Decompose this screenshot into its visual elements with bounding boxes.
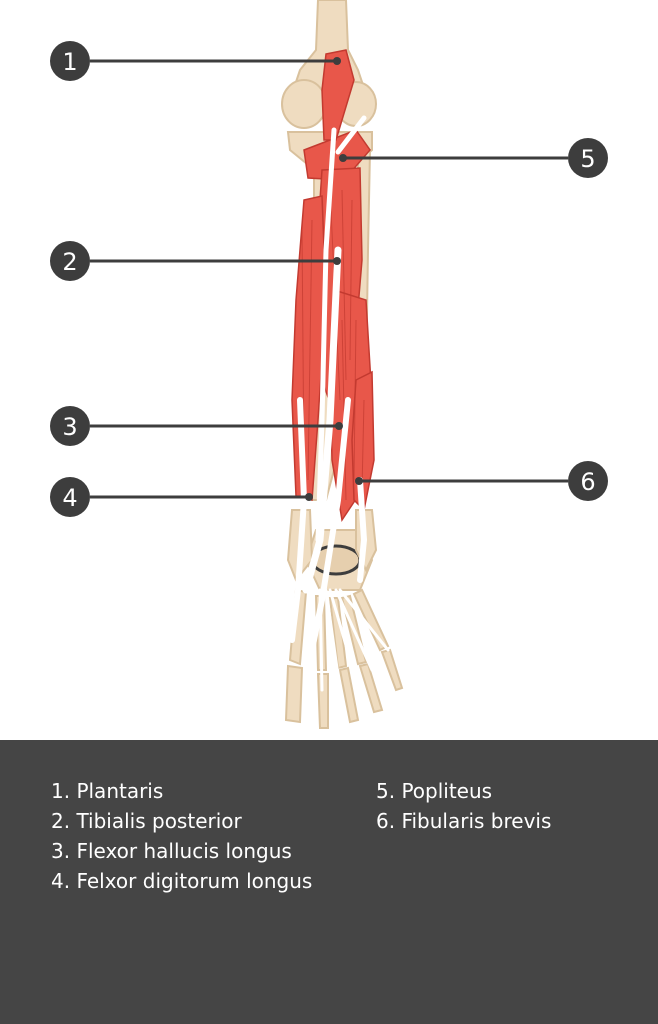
marker-2-label: 2 <box>62 248 77 276</box>
marker-2: 2 <box>50 241 90 281</box>
phalanx-1 <box>284 664 304 724</box>
endpoint-4 <box>305 493 313 501</box>
popliteus-muscle <box>303 129 371 181</box>
anatomy-figure: 1 2 3 4 5 6 <box>50 0 608 729</box>
metatarsal-3 <box>328 597 348 670</box>
marker-6-label: 6 <box>580 468 595 496</box>
legend-column-right: 5. Popliteus 6. Fibularis brevis <box>376 776 551 836</box>
leg-illustration: 1 2 3 4 5 6 <box>50 0 608 729</box>
leader-lines <box>90 59 568 499</box>
marker-1: 1 <box>50 41 90 81</box>
plantaris-tendon <box>315 127 337 543</box>
fhl-tendon <box>307 397 351 663</box>
tibialis-posterior-tendon <box>302 246 342 594</box>
legend-item-fibularis-brevis: 6. Fibularis brevis <box>376 809 552 833</box>
legend-item-flexor-hallucis-longus: 3. Flexor hallucis longus <box>51 839 292 863</box>
legend-item-tibialis-posterior: 2. Tibialis posterior <box>51 809 242 833</box>
toe-tendons <box>318 588 390 692</box>
fibularis-tendon <box>357 477 368 583</box>
endpoint-2 <box>333 257 341 265</box>
endpoint-3 <box>335 422 343 430</box>
endpoint-1 <box>333 57 341 65</box>
legend-item-flexor-digitorum-longus: 4. Felxor digitorum longus <box>51 869 313 893</box>
endpoint-6 <box>355 477 363 485</box>
legend-panel: 1. Plantaris 2. Tibialis posterior 3. Fl… <box>0 740 658 1024</box>
marker-5: 5 <box>568 138 608 178</box>
marker-4-label: 4 <box>62 484 77 512</box>
marker-3: 3 <box>50 406 90 446</box>
phalanx-5 <box>380 648 404 692</box>
marker-5-label: 5 <box>580 145 595 173</box>
popliteus-tendon <box>335 115 367 155</box>
phalanx-3 <box>338 666 360 724</box>
marker-4: 4 <box>50 477 90 517</box>
endpoint-5 <box>339 154 347 162</box>
legend-item-popliteus: 5. Popliteus <box>376 779 493 803</box>
leader-endpoints <box>305 57 363 501</box>
marker-1-label: 1 <box>62 48 77 76</box>
marker-6: 6 <box>568 461 608 501</box>
phalanx-4 <box>358 662 384 714</box>
legend-item-plantaris: 1. Plantaris <box>51 779 164 803</box>
legend-column-left: 1. Plantaris 2. Tibialis posterior 3. Fl… <box>51 776 312 896</box>
fdl-tendon <box>289 397 308 643</box>
plantaris-muscle <box>321 49 355 141</box>
tendons <box>289 115 390 692</box>
femoral-condyle-medial <box>281 79 327 129</box>
marker-3-label: 3 <box>62 413 77 441</box>
